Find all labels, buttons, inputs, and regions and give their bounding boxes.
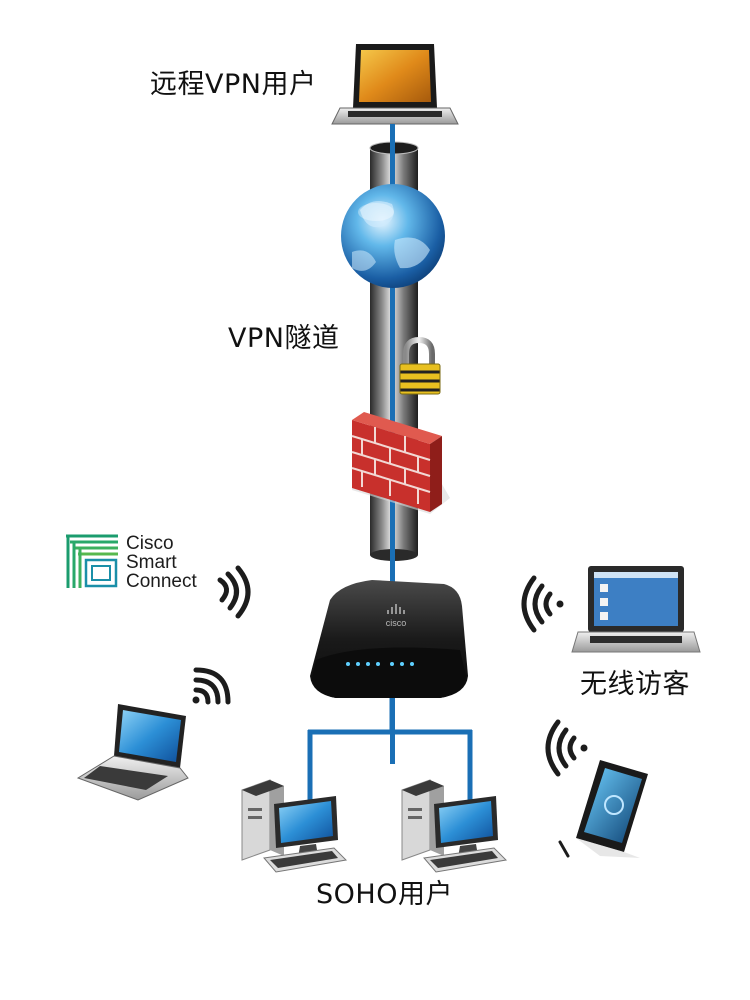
guest-laptop-icon (571, 566, 701, 653)
cisco-smart-connect-logo (66, 532, 120, 588)
vpn-tunnel-label: VPN隧道 (228, 323, 340, 354)
remote-laptop-icon (331, 44, 459, 125)
internet-globe-icon (341, 184, 445, 288)
wifi-signal-icon-laptop-left (192, 667, 231, 705)
logo-line-smart: Smart (126, 552, 177, 573)
wireless-guest-label: 无线访客 (580, 669, 690, 700)
wireless-laptop-icon (76, 704, 189, 801)
lan-connection-lines (307, 690, 473, 808)
smartphone-icon (558, 760, 648, 858)
router-brand-text: cisco (386, 618, 407, 628)
router-icon (310, 580, 468, 698)
wifi-signal-icon-guest-laptop (521, 575, 564, 633)
padlock-icon (399, 336, 441, 395)
soho-users-label: SOHO用户 (316, 879, 453, 910)
soho-desktop-icon-1 (241, 779, 348, 873)
wifi-signal-icon-logo (217, 565, 251, 619)
firewall-icon (351, 412, 450, 514)
logo-line-cisco: Cisco (126, 533, 174, 554)
logo-line-connect: Connect (126, 571, 197, 592)
wifi-signal-icon-phone (545, 719, 588, 777)
soho-desktop-icon-2 (401, 779, 508, 873)
remote-vpn-user-label: 远程VPN用户 (150, 69, 317, 100)
